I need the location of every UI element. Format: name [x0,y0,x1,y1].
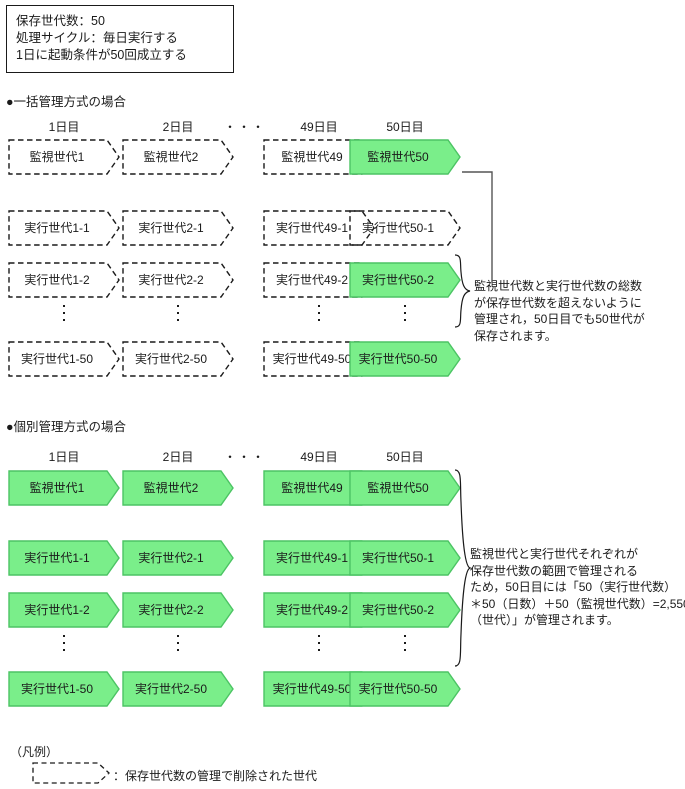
row-ellipsis [349,635,461,656]
annotation-batch-line-3: 管理され，50日目でも50世代が [474,312,645,326]
annotation-individual-line-3: ため，50日目には「50（実行世代数） [470,580,677,594]
monitor-generation-cell: 監視世代2 [122,470,234,506]
monitor-generation-cell: 監視世代2 [122,139,234,175]
parameter-line-1: 保存世代数：50 [16,14,105,28]
exec-generation-cell: 実行世代1-1 [8,540,120,576]
exec-generation-cell: 実行世代2-50 [122,341,234,377]
parameter-line-3: 1日に起動条件が50回成立する [16,48,187,62]
exec-generation-cell: 実行世代2-1 [122,210,234,246]
exec-generation-cell: 実行世代2-50 [122,671,234,707]
annotation-individual-line-4: ＊50（日数）＋50（監視世代数）=2,550 [470,596,685,611]
monitor-generation-cell: 監視世代50 [349,139,461,175]
day-label-batch-49: 49日目 [300,120,338,134]
row-ellipsis [263,305,375,326]
exec-generation-cell: 実行世代1-50 [8,341,120,377]
row-ellipsis [122,635,234,656]
row-ellipsis [263,635,375,656]
exec-generation-cell: 実行世代50-1 [349,540,461,576]
legend-chevron-dashed [32,762,110,789]
legend-entry-text: ：保存世代数の管理で削除された世代 [113,768,318,783]
column-ellipsis-individual: ・・・ [223,450,266,464]
exec-generation-cell: 実行世代1-50 [8,671,120,707]
annotation-individual-line-5: （世代）」が管理されます。 [470,613,619,627]
annotation-batch-line-4: 保存されます。 [474,328,557,343]
day-label-individual-2: 2日目 [162,450,194,464]
day-label-batch-50: 50日目 [386,120,424,134]
monitor-generation-cell: 監視世代50 [349,470,461,506]
exec-generation-cell: 実行世代50-50 [349,341,461,377]
row-ellipsis [122,305,234,326]
section-heading-batch: ●一括管理方式の場合 [6,95,127,109]
day-label-individual-49: 49日目 [300,450,338,464]
exec-generation-cell: 実行世代2-2 [122,262,234,298]
day-label-batch-1: 1日目 [48,120,80,134]
exec-generation-cell: 実行世代50-1 [349,210,461,246]
row-ellipsis [8,635,120,656]
annotation-batch-line-2: が保存世代数を超えないように [474,295,642,310]
row-ellipsis [8,305,120,326]
parameter-line-2: 処理サイクル：毎日実行する [16,31,178,45]
parameter-box: 保存世代数：50 処理サイクル：毎日実行する 1日に起動条件が50回成立する [6,5,234,73]
annotation-batch: 監視世代数と実行世代数の総数 が保存世代数を超えないように 管理され，50日目で… [474,278,679,344]
exec-generation-cell: 実行世代1-2 [8,262,120,298]
exec-generation-cell: 実行世代1-2 [8,592,120,628]
day-label-batch-2: 2日目 [162,120,194,134]
exec-generation-cell: 実行世代50-50 [349,671,461,707]
exec-generation-cell: 実行世代1-1 [8,210,120,246]
legend-entry: ：保存世代数の管理で削除された世代 [32,762,317,789]
annotation-batch-line-1: 監視世代数と実行世代数の総数 [474,279,643,293]
exec-generation-cell: 実行世代50-2 [349,592,461,628]
annotation-individual-line-1: 監視世代と実行世代それぞれが [470,547,639,561]
day-label-individual-50: 50日目 [386,450,424,464]
annotation-individual-line-2: 保存世代数の範囲で管理される [470,563,639,578]
connector-line-batch [462,171,493,283]
legend-title: （凡例） [10,745,59,759]
exec-generation-cell: 実行世代2-2 [122,592,234,628]
day-label-individual-1: 1日目 [48,450,80,464]
annotation-individual: 監視世代と実行世代それぞれが 保存世代数の範囲で管理される ため，50日目には「… [470,546,685,629]
exec-generation-cell: 実行世代2-1 [122,540,234,576]
exec-generation-cell: 実行世代50-2 [349,262,461,298]
monitor-generation-cell: 監視世代1 [8,470,120,506]
section-heading-individual: ●個別管理方式の場合 [6,420,127,434]
column-ellipsis-batch: ・・・ [223,120,266,134]
monitor-generation-cell: 監視世代1 [8,139,120,175]
row-ellipsis [349,305,461,326]
